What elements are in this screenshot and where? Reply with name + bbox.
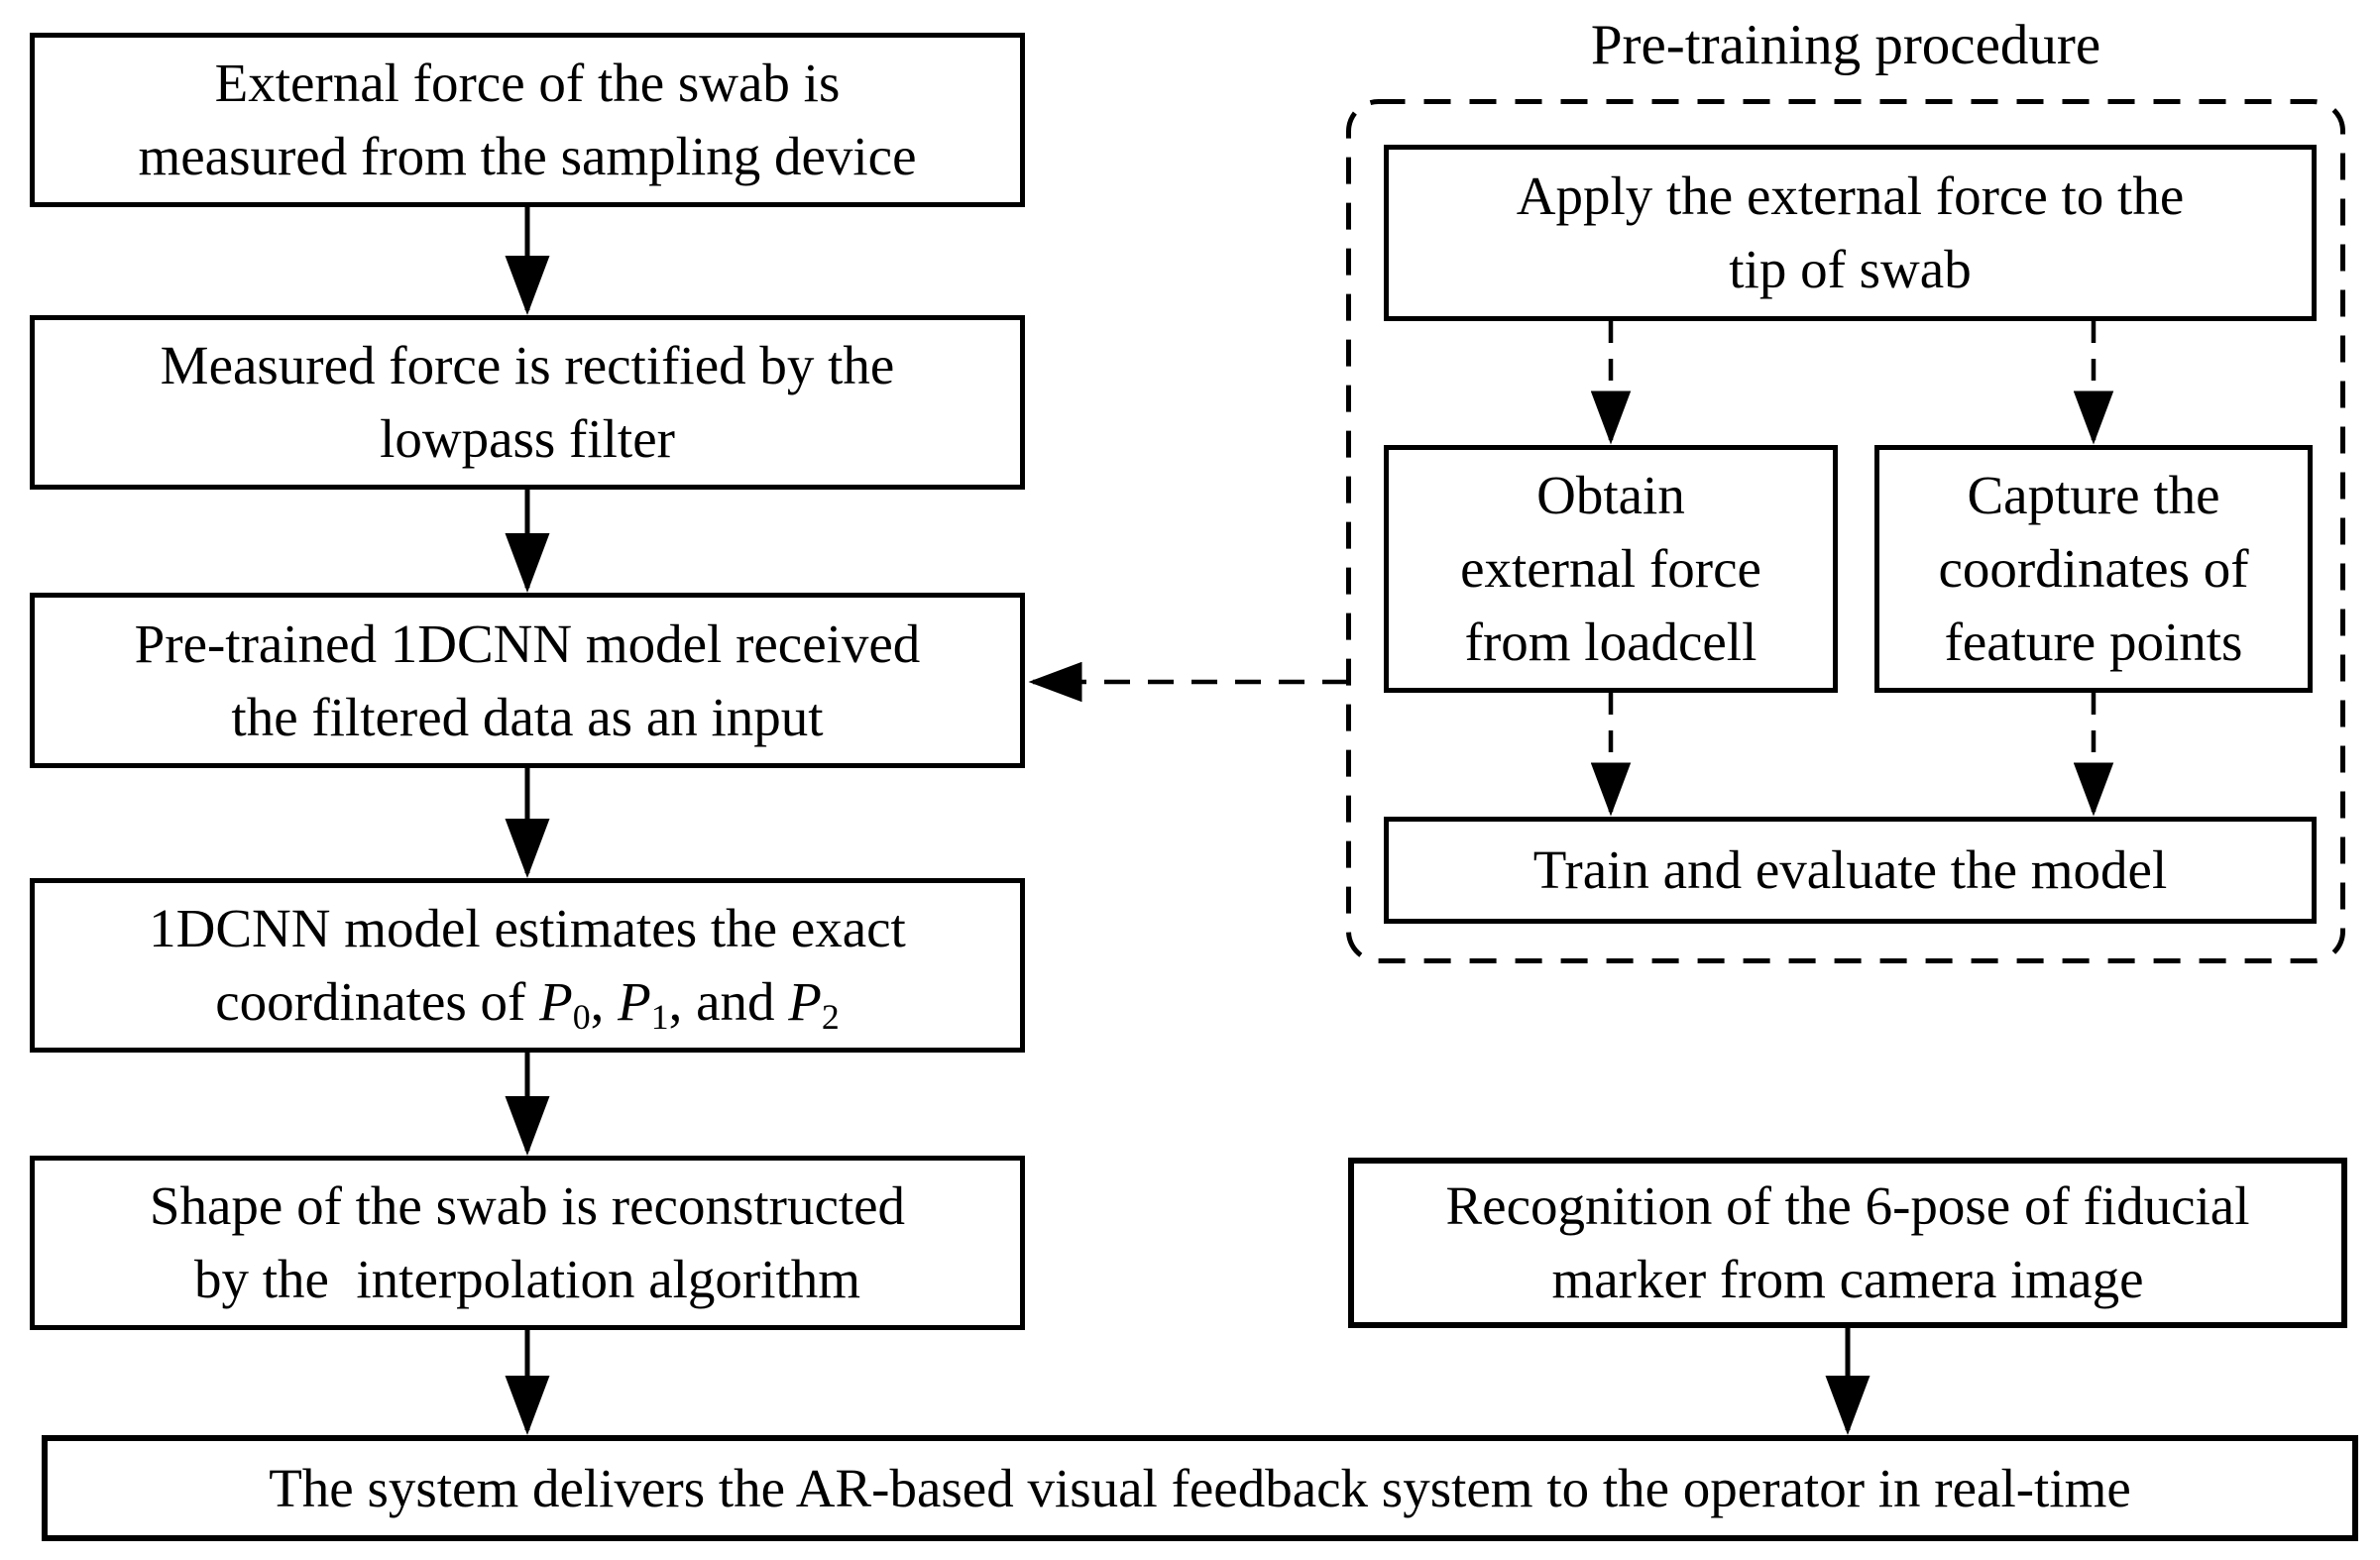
box-line: Obtain xyxy=(1536,465,1685,525)
pretraining-title: Pre-training procedure xyxy=(1590,14,2101,76)
box-apply-force: Apply the external force to the tip of s… xyxy=(1384,145,2317,321)
box-capture-coordinates: Capture the coordinates of feature point… xyxy=(1874,445,2313,693)
box-line: coordinates of xyxy=(1938,538,2249,599)
box-line: Measured force is rectified by the xyxy=(160,335,895,395)
math-sub-1: 1 xyxy=(650,996,669,1037)
box-line: Capture the xyxy=(1967,465,2220,525)
math-text: , xyxy=(590,971,619,1032)
pretraining-dashed-border xyxy=(1346,99,2345,963)
box-line: external force xyxy=(1460,538,1761,599)
box-line: lowpass filter xyxy=(380,408,675,469)
box-ar-feedback-output: The system delivers the AR-based visual … xyxy=(42,1435,2358,1541)
box-line: feature points xyxy=(1944,612,2243,672)
math-var-p0: P xyxy=(539,971,573,1032)
box-line: from loadcell xyxy=(1464,612,1757,672)
math-sub-2: 2 xyxy=(821,996,840,1037)
box-line: 1DCNN model estimates the exact xyxy=(149,898,906,958)
math-var-p1: P xyxy=(618,971,651,1032)
box-line: Train and evaluate the model xyxy=(1532,839,2168,900)
box-line: External force of the swab is xyxy=(214,53,841,113)
box-line-math: coordinates of P0, P1, and P2 xyxy=(215,965,839,1039)
box-line: tip of swab xyxy=(1729,239,1972,299)
box-train-evaluate: Train and evaluate the model xyxy=(1384,817,2317,924)
box-line: Recognition of the 6-pose of fiducial xyxy=(1445,1175,2250,1236)
box-line: The system delivers the AR-based visual … xyxy=(269,1457,2131,1518)
box-1dcnn-estimates: 1DCNN model estimates the exact coordina… xyxy=(30,878,1025,1053)
box-line: Apply the external force to the xyxy=(1516,166,2185,226)
box-external-force: External force of the swab is measured f… xyxy=(30,33,1025,207)
box-line: Shape of the swab is reconstructed xyxy=(149,1175,906,1236)
box-recognition-6pose: Recognition of the 6-pose of fiducial ma… xyxy=(1348,1158,2347,1328)
math-text: , and xyxy=(668,971,789,1032)
box-pretrained-1dcnn: Pre-trained 1DCNN model received the fil… xyxy=(30,593,1025,768)
math-sub-0: 0 xyxy=(572,996,591,1037)
math-text: coordinates of xyxy=(215,971,540,1032)
math-var-p2: P xyxy=(788,971,822,1032)
box-line: by the interpolation algorithm xyxy=(193,1249,861,1309)
box-line: Pre-trained 1DCNN model received xyxy=(134,613,921,674)
box-line: measured from the sampling device xyxy=(138,126,917,186)
box-obtain-force: Obtain external force from loadcell xyxy=(1384,445,1838,693)
box-shape-reconstruction: Shape of the swab is reconstructed by th… xyxy=(30,1156,1025,1330)
box-lowpass-filter: Measured force is rectified by the lowpa… xyxy=(30,315,1025,490)
box-line: marker from camera image xyxy=(1551,1249,2144,1309)
box-line: the filtered data as an input xyxy=(231,686,824,747)
